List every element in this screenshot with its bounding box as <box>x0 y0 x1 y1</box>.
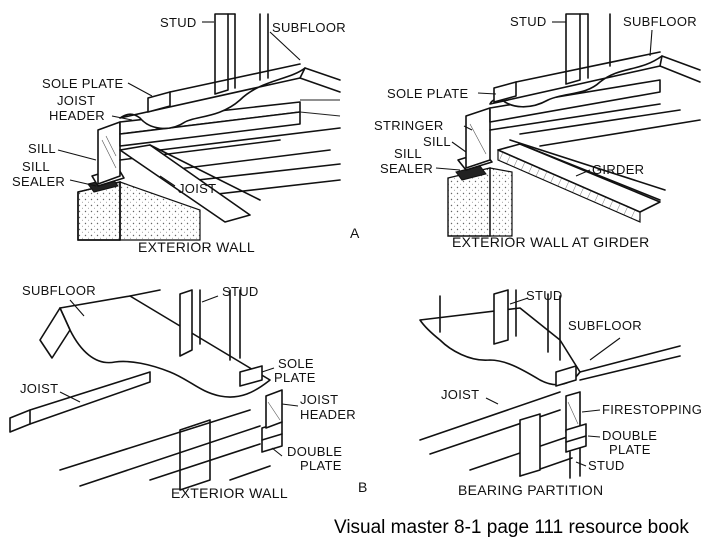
tl-label-joist-2: JOIST <box>178 181 216 196</box>
caption: Visual master 8-1 page 111 resource book <box>334 517 689 538</box>
bl-label-subfloor: SUBFLOOR <box>22 283 96 298</box>
bl-title: EXTERIOR WALL <box>171 485 288 501</box>
tl-title: EXTERIOR WALL <box>138 239 255 255</box>
br-label-plate: PLATE <box>609 442 651 457</box>
bl-label-header: HEADER <box>300 407 356 422</box>
panel-letter-b: B <box>358 479 368 495</box>
tr-label-girder: GIRDER <box>592 162 644 177</box>
tl-label-sole-plate: SOLE PLATE <box>42 76 124 91</box>
bl-label-double: DOUBLE <box>287 444 342 459</box>
bl-label-sole: SOLE <box>278 356 314 371</box>
br-label-subfloor: SUBFLOOR <box>568 318 642 333</box>
tr-label-sole-plate: SOLE PLATE <box>387 86 469 101</box>
tl-label-sill: SILL <box>28 141 56 156</box>
br-label-firestopping: FIRESTOPPING <box>602 402 702 417</box>
br-label-stud: STUD <box>526 288 563 303</box>
tl-label-subfloor: SUBFLOOR <box>272 20 346 35</box>
tr-label-sill: SILL <box>423 134 451 149</box>
panel-top-left-drawing <box>57 13 341 241</box>
bl-label-joist: JOIST <box>20 381 58 396</box>
panel-bottom-left-drawing <box>9 289 299 491</box>
tl-label-sealer: SEALER <box>12 174 65 189</box>
panel-letter-a: A <box>350 225 360 241</box>
tl-label-joist-1: JOIST <box>57 93 95 108</box>
tl-label-stud: STUD <box>160 15 197 30</box>
tr-label-sill-2: SILL <box>394 146 422 161</box>
br-label-stud-2: STUD <box>588 458 625 473</box>
tr-title: EXTERIOR WALL AT GIRDER <box>452 234 650 250</box>
br-title: BEARING PARTITION <box>458 482 603 498</box>
br-label-joist: JOIST <box>441 387 479 402</box>
tr-label-stud: STUD <box>510 14 547 29</box>
br-label-double: DOUBLE <box>602 428 657 443</box>
bl-label-stud: STUD <box>222 284 259 299</box>
tl-label-header: HEADER <box>49 108 105 123</box>
tr-label-subfloor: SUBFLOOR <box>623 14 697 29</box>
bl-label-joist-2: JOIST <box>300 392 338 407</box>
panel-top-right-drawing <box>435 13 701 237</box>
tr-label-stringer: STRINGER <box>374 118 444 133</box>
panel-bottom-right-drawing <box>419 289 681 479</box>
tr-label-sealer: SEALER <box>380 161 433 176</box>
bl-label-plate-2: PLATE <box>300 458 342 473</box>
bl-label-plate: PLATE <box>274 370 316 385</box>
tl-label-sill-2: SILL <box>22 159 50 174</box>
